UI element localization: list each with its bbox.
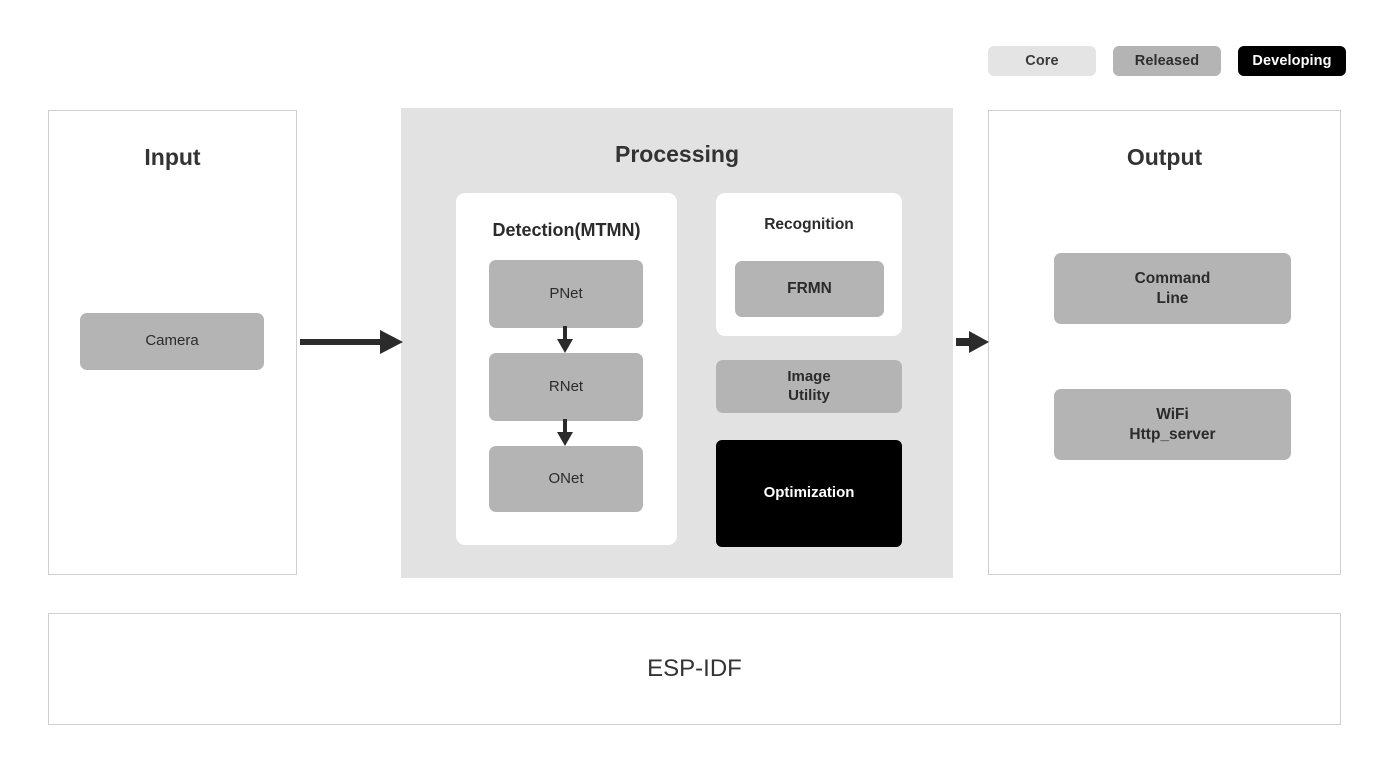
onet-box-label: ONet <box>548 469 584 487</box>
arrow-pnet-to-rnet-icon <box>557 326 573 353</box>
arrow-input-to-processing-icon <box>300 330 403 354</box>
input-panel-title: Input <box>144 144 201 170</box>
output-panel-title: Output <box>1126 144 1203 170</box>
rnet-box[interactable]: RNet <box>489 353 643 421</box>
legend-chip-developing[interactable]: Developing <box>1238 46 1346 76</box>
output-panel: Output <box>988 110 1341 575</box>
optimization-box-label: Optimization <box>763 484 855 502</box>
recognition-card-title: Recognition <box>764 216 854 233</box>
esp-idf-label: ESP-IDF <box>647 655 742 682</box>
legend-chip-released[interactable]: Released <box>1113 46 1221 76</box>
image-utility-line-2: Utility <box>788 386 830 404</box>
esp-idf-panel: ESP-IDF <box>48 613 1341 725</box>
processing-panel-title: Processing <box>615 141 739 167</box>
arrow-rnet-to-onet-icon <box>557 419 573 446</box>
wifi-http-line-1: WiFi <box>1156 406 1189 424</box>
wifi-http-line-2: Http_server <box>1129 425 1216 443</box>
legend-label-released: Released <box>1134 53 1200 69</box>
image-utility-line-1: Image <box>787 367 831 385</box>
command-line-box[interactable]: Command Line <box>1054 253 1291 324</box>
rnet-box-label: RNet <box>548 377 584 395</box>
wifi-http-server-box[interactable]: WiFi Http_server <box>1054 389 1291 460</box>
wifi-http-server-box-label: WiFi Http_server <box>1129 405 1215 444</box>
command-line-line-1: Command <box>1134 270 1211 288</box>
image-utility-box-label: Image Utility <box>787 368 830 406</box>
camera-box-label: Camera <box>145 332 199 350</box>
legend-chip-core[interactable]: Core <box>988 46 1096 76</box>
optimization-box[interactable]: Optimization <box>716 440 902 547</box>
legend-label-developing: Developing <box>1252 53 1332 69</box>
pnet-box-label: PNet <box>549 284 583 302</box>
frmn-box-label: FRMN <box>787 280 832 298</box>
arrow-processing-to-output-icon <box>956 331 989 353</box>
onet-box[interactable]: ONet <box>489 446 643 512</box>
frmn-box[interactable]: FRMN <box>735 261 884 317</box>
detection-card-title: Detection(MTMN) <box>492 220 641 240</box>
command-line-line-2: Line <box>1156 289 1189 307</box>
camera-box[interactable]: Camera <box>80 313 264 370</box>
command-line-box-label: Command Line <box>1135 269 1211 308</box>
pnet-box[interactable]: PNet <box>489 260 643 328</box>
image-utility-box[interactable]: Image Utility <box>716 360 902 413</box>
legend-label-core: Core <box>1025 53 1059 69</box>
legend: Core Released Developing <box>988 46 1346 76</box>
